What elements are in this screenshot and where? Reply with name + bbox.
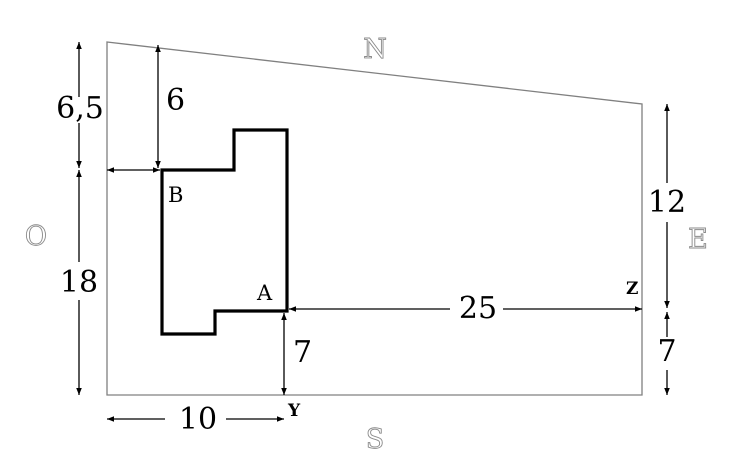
dimension-left-bottom-value: 18 xyxy=(60,265,98,300)
dimension-bottom-left-value: 10 xyxy=(179,402,217,437)
direction-north: N xyxy=(363,34,387,65)
direction-east: E xyxy=(688,224,708,255)
lot-boundary xyxy=(106,41,643,396)
building-outline xyxy=(160,128,289,336)
dimension-inner-top-value: 6 xyxy=(166,83,185,118)
point-y-label: Y xyxy=(287,401,301,421)
dimension-right-bottom-value: 7 xyxy=(657,334,676,369)
point-b-label: B xyxy=(168,183,183,207)
dimension-right-top-value: 12 xyxy=(648,185,686,220)
direction-south: S xyxy=(366,424,385,455)
direction-west: O xyxy=(25,221,47,252)
dimension-a-to-z-value: 25 xyxy=(459,291,497,326)
point-z-label: Z xyxy=(626,279,638,299)
dimension-left-top-value: 6,5 xyxy=(56,91,104,126)
dimension-a-to-bottom-value: 7 xyxy=(293,335,312,370)
point-a-label: A xyxy=(256,281,273,305)
